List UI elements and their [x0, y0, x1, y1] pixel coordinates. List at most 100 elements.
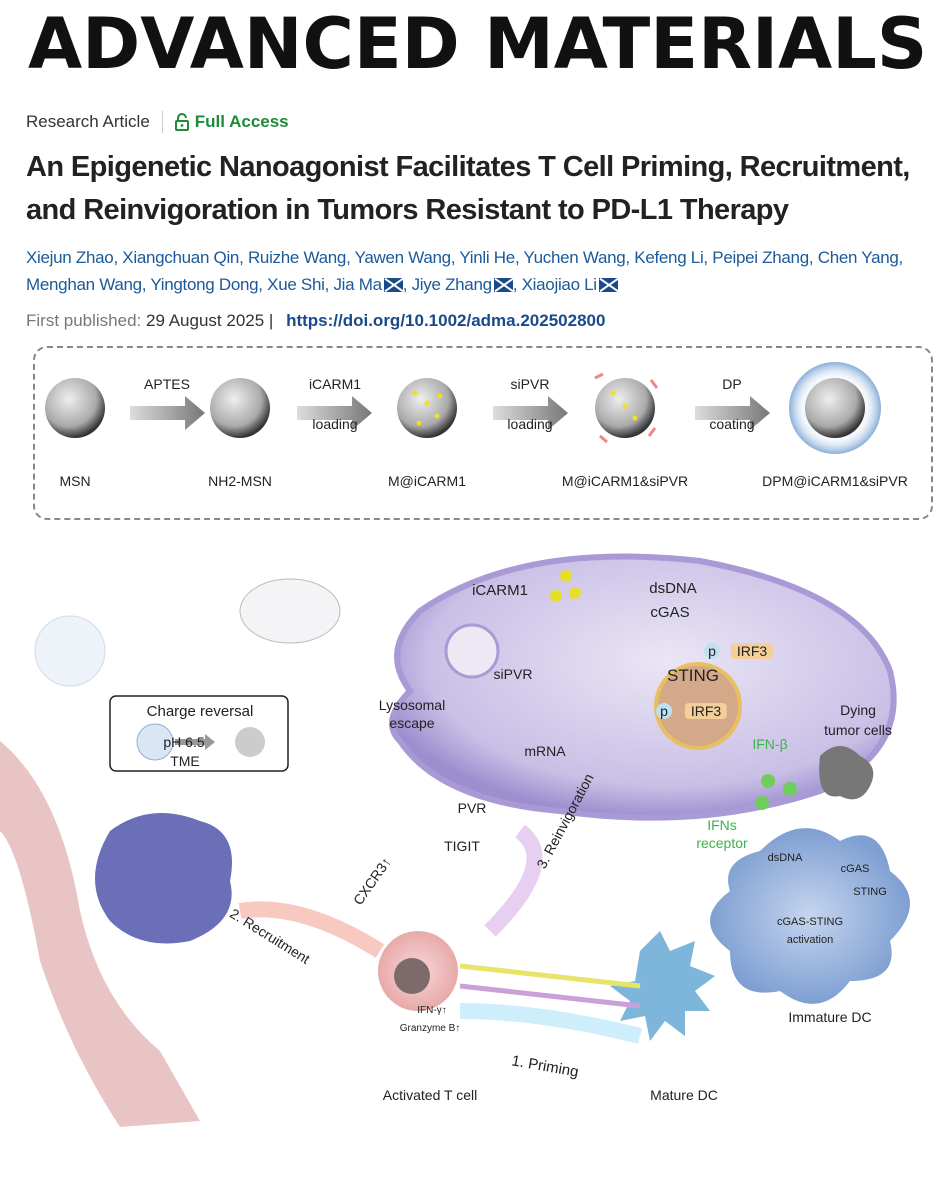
particle-label: M@iCARM1&siPVR	[561, 473, 689, 489]
figure-label-tigit: TIGIT	[444, 838, 480, 854]
author-link[interactable]: Jia Ma	[333, 275, 382, 294]
reinvigoration-arrow	[484, 824, 543, 937]
author-link[interactable]: Xiaojiao Li	[521, 275, 597, 294]
figure-label-escape: escape	[389, 715, 435, 731]
tumor-cell	[389, 553, 897, 821]
published-date: 29 August 2025	[146, 311, 265, 330]
particle-label: DPM@iCARM1&siPVR	[762, 473, 908, 489]
access-badge: Full Access	[174, 112, 289, 132]
particle-label: M@iCARM1	[388, 473, 466, 489]
author-link[interactable]: Chen Yang	[817, 248, 899, 267]
ifn-beta-molecules	[755, 774, 797, 810]
pub-separator: |	[268, 311, 279, 330]
author-link[interactable]: Xue Shi	[267, 275, 325, 294]
figure-label-lysosomal: Lysosomal	[378, 697, 446, 713]
figure-label-irf3: IRF3	[684, 703, 728, 719]
figure-label-ifns1: IFNs	[707, 817, 737, 833]
recruitment-arrow	[238, 901, 385, 958]
step-label-bottom: loading	[507, 416, 553, 432]
figure-label-dying1: Dying	[840, 702, 876, 718]
step-label-bottom: loading	[312, 416, 358, 432]
published-label: First published:	[26, 311, 142, 330]
mouse-icon	[239, 578, 341, 644]
nanoparticle-bubble	[34, 615, 106, 687]
step-label-bottom: coating	[709, 416, 755, 432]
particle-nh2-msn	[210, 378, 270, 438]
mechanism-graphics	[0, 553, 910, 1127]
step-label-top: DP	[722, 376, 742, 392]
figure-label-ifng: IFN-γ↑	[417, 1005, 447, 1016]
particle-dpm	[789, 362, 881, 454]
tumor-mass	[95, 813, 232, 944]
author-link[interactable]: Peipei Zhang	[712, 248, 809, 267]
figure-label-tcell: Activated T cell	[382, 1087, 478, 1103]
synthesis-scheme: MSN NH2-MSN M@iCARM1 M@iCARM1&siPVR DPM@iCAR…	[33, 346, 933, 520]
figure-label-irf3: IRF3	[730, 643, 774, 659]
step-label-top: siPVR	[510, 376, 550, 392]
figure-label-mrna: mRNA	[524, 743, 566, 759]
figure-label-granzyme: Granzyme B↑	[399, 1023, 461, 1034]
particle-m-icarm1	[397, 378, 457, 438]
step-arrows	[130, 396, 770, 430]
lock-open-icon	[174, 113, 189, 131]
figure-label-ifnb: IFN-β	[752, 736, 788, 752]
author-link[interactable]: Xiejun Zhao	[26, 248, 114, 267]
icarm1-molecules	[550, 570, 581, 602]
author-link[interactable]: Jiye Zhang	[411, 275, 492, 294]
figure-label-ph: pH 6.5	[163, 734, 205, 750]
author-link[interactable]: Ruizhe Wang	[247, 248, 347, 267]
access-label: Full Access	[194, 112, 289, 131]
article-title: An Epigenetic Nanoagonist Facilitates T …	[26, 151, 910, 226]
figure-label-dc-dsdna: dsDNA	[767, 852, 803, 864]
author-link[interactable]: Menghan Wang	[26, 275, 142, 294]
article-type: Research Article	[26, 112, 150, 131]
journal-name[interactable]: ADVANCED MATERIALS	[28, 3, 928, 85]
author-link[interactable]: Yingtong Dong	[150, 275, 259, 294]
email-icon[interactable]	[598, 278, 618, 292]
dying-tumor-cell	[819, 746, 874, 800]
figure-label-pvr: PVR	[457, 800, 487, 816]
scheme-graphics	[45, 362, 881, 454]
author-link[interactable]: Yuchen Wang	[523, 248, 626, 267]
step-label-top: iCARM1	[308, 376, 362, 392]
author-link[interactable]: Yinli He	[459, 248, 515, 267]
particle-label: NH2-MSN	[208, 473, 272, 489]
figure-label-charge-reversal: Charge reversal	[146, 703, 254, 720]
figure-label-sipvr: siPVR	[493, 666, 533, 682]
email-icon[interactable]	[493, 278, 513, 292]
lysosome	[444, 623, 500, 679]
email-icon[interactable]	[383, 278, 403, 292]
figure-label-p: p	[656, 703, 672, 719]
publication-info: First published: 29 August 2025 | https:…	[26, 310, 935, 332]
doi-link[interactable]: https://doi.org/10.1002/adma.202502800	[286, 311, 606, 330]
author-link[interactable]: Xiangchuan Qin	[122, 248, 240, 267]
priming-arrow	[459, 1003, 642, 1044]
author-link[interactable]: Kefeng Li	[634, 248, 704, 267]
particle-m-icarm1-sipvr	[594, 372, 659, 444]
journal-logo[interactable]: ADVANCED MATERIALS	[0, 0, 945, 100]
figure-label-act2: activation	[786, 934, 834, 946]
figure-label-icarm1: iCARM1	[472, 582, 528, 599]
article-meta: Research Article Full Access	[26, 110, 935, 134]
figure-label-mature: Mature DC	[650, 1087, 718, 1103]
immature-dc	[710, 828, 910, 1004]
particle-msn	[45, 378, 105, 438]
figure-label-cgas: cGAS	[650, 604, 690, 621]
figure-label-tme: TME	[170, 753, 200, 769]
interaction-lines	[459, 963, 641, 1009]
figure-label-dsdna: dsDNA	[649, 580, 697, 597]
figure-label-sting: STING	[667, 666, 719, 685]
step-label-top: APTES	[144, 376, 190, 392]
author-link[interactable]: Yawen Wang	[354, 248, 452, 267]
particle-label: MSN	[59, 473, 91, 489]
mature-dc	[610, 931, 715, 1041]
figure-label-p: p	[704, 643, 720, 659]
figure-label-dc-sting: STING	[853, 886, 887, 898]
figure-label-immature: Immature DC	[788, 1009, 872, 1025]
article-header: Research Article Full Access An Epigenet…	[0, 100, 945, 332]
figure-label-act1: cGAS-STING	[776, 916, 844, 928]
figure-label-ifns2: receptor	[696, 835, 748, 851]
author-list: Xiejun Zhao, Xiangchuan Qin, Ruizhe Wang…	[26, 248, 903, 294]
divider	[161, 111, 163, 133]
